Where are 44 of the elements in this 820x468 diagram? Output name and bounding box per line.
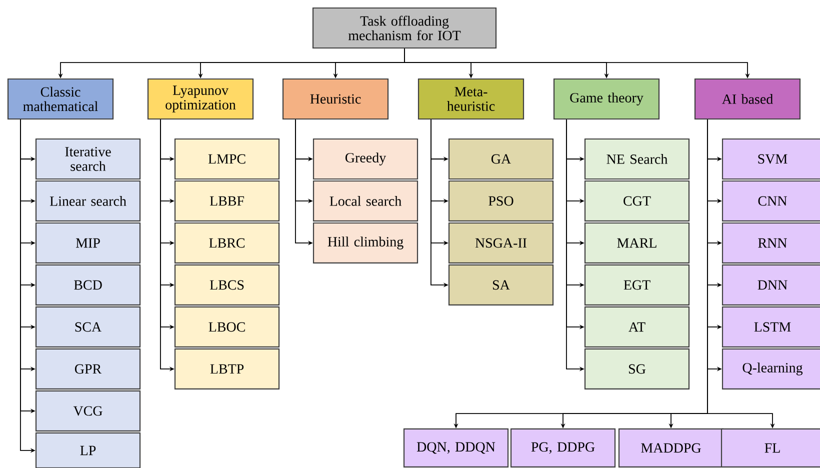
method-box: GPR (35, 348, 141, 390)
method-box: AT (584, 306, 690, 348)
method-box: EGT (584, 264, 690, 306)
method-box: Hill climbing (312, 222, 418, 264)
method-box: SA (448, 264, 554, 306)
method-box: LBCS (174, 264, 280, 306)
method-box: DQN, DDQN (403, 428, 509, 468)
method-box: MARL (584, 222, 690, 264)
method-box: CNN (722, 180, 820, 222)
method-box: SCA (35, 306, 141, 348)
method-box: FL (720, 428, 820, 468)
method-box: Iterative search (35, 138, 141, 180)
method-box: NSGA-II (448, 222, 554, 264)
method-box: DNN (722, 264, 820, 306)
category-box: Game theory (553, 78, 660, 120)
method-box: CGT (584, 180, 690, 222)
method-box: NE Search (584, 138, 690, 180)
method-box: Q-learning (722, 348, 820, 390)
method-box: Greedy (312, 138, 418, 180)
method-box: LBOC (174, 306, 280, 348)
method-box: RNN (722, 222, 820, 264)
method-box: SG (584, 348, 690, 390)
method-box: LBTP (174, 348, 280, 390)
method-box: PSO (448, 180, 554, 222)
method-box: MADDPG (618, 428, 724, 468)
category-box: AI based (694, 78, 801, 120)
method-box: LMPC (174, 138, 280, 180)
method-box: Linear search (35, 180, 141, 222)
method-box: PG, DDPG (510, 428, 616, 468)
category-box: Meta-heuristic (418, 78, 524, 120)
method-box: LBBF (174, 180, 280, 222)
method-box: GA (448, 138, 554, 180)
method-box: Local search (312, 180, 418, 222)
category-box: Classic mathematical (7, 78, 114, 120)
method-box: LP (35, 432, 141, 468)
method-box: LSTM (722, 306, 820, 348)
method-box: VCG (35, 390, 141, 432)
method-box: BCD (35, 264, 141, 306)
method-box: MIP (35, 222, 141, 264)
root-box: Task offloading mechanism for IOT (312, 7, 497, 49)
method-box: LBRC (174, 222, 280, 264)
category-box: Lyapunov optimization (147, 78, 254, 120)
method-box: SVM (722, 138, 820, 180)
category-box: Heuristic (282, 78, 389, 120)
